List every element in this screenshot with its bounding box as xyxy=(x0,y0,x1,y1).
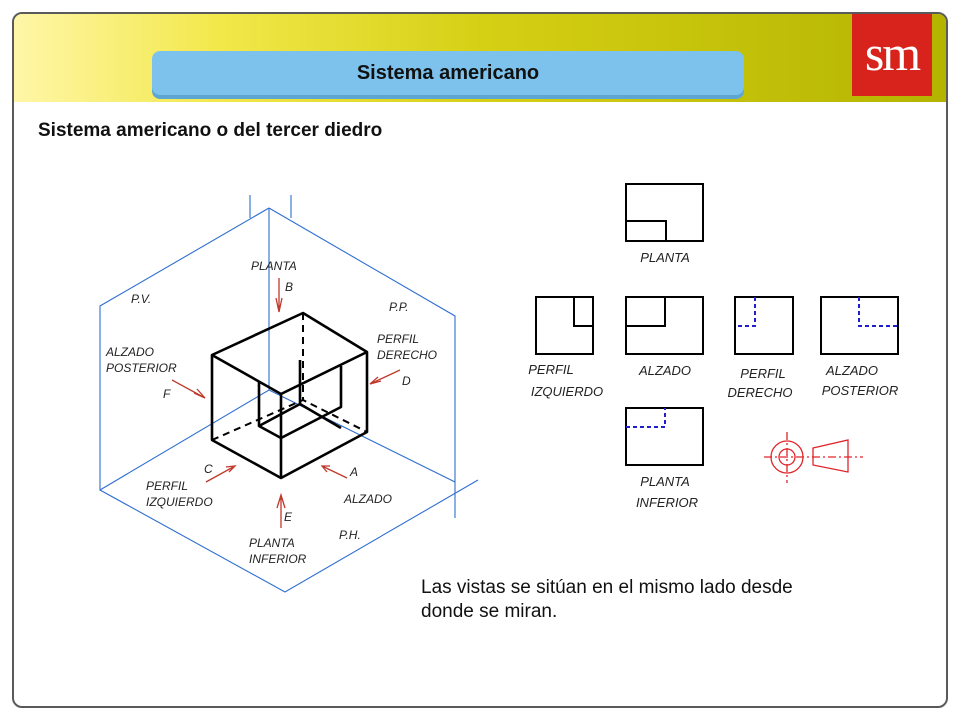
sm-logo: sm xyxy=(852,14,932,96)
object-top-edges xyxy=(211,350,368,396)
view-label-alzado: ALZADO xyxy=(638,363,691,378)
view-label-perfil-izquierdo-1: PERFIL xyxy=(528,362,574,377)
object-notch-inner xyxy=(258,360,342,430)
view-perfil-derecho xyxy=(734,296,794,355)
arrow-f xyxy=(171,379,206,399)
plane-pp-edge xyxy=(268,207,456,518)
arrow-d xyxy=(369,369,401,385)
label-perfil-izquierdo-2: IZQUIERDO xyxy=(146,495,213,509)
view-label-alzado-posterior-2: POSTERIOR xyxy=(822,383,899,398)
label-alzado-posterior-2: POSTERIOR xyxy=(106,361,177,375)
letter-e: E xyxy=(284,510,293,524)
third-angle-symbol-icon xyxy=(764,432,863,483)
label-ph: P.H. xyxy=(339,528,361,542)
isometric-labels: PLANTA B P.V. P.P. ALZADO POSTERIOR F PE… xyxy=(105,259,437,566)
caption-line-2: donde se miran. xyxy=(421,601,558,622)
view-alzado-posterior xyxy=(820,296,899,355)
view-label-alzado-posterior-1: ALZADO xyxy=(825,363,878,378)
view-arrows xyxy=(171,278,401,528)
letter-f: F xyxy=(163,387,171,401)
view-perfil-izquierdo xyxy=(535,296,594,355)
view-label-planta: PLANTA xyxy=(640,250,690,265)
label-perfil-derecho-1: PERFIL xyxy=(377,332,419,346)
arrow-b xyxy=(275,278,283,313)
label-planta-inferior-2: INFERIOR xyxy=(249,552,307,566)
arrow-a xyxy=(320,465,348,479)
label-perfil-izquierdo-1: PERFIL xyxy=(146,479,188,493)
view-planta-inferior xyxy=(625,407,704,466)
view-label-perfil-derecho-2: DERECHO xyxy=(727,385,792,400)
page-title-text: Sistema americano xyxy=(356,61,540,84)
label-alzado-posterior-1: ALZADO xyxy=(105,345,154,359)
caption-line-1: Las vistas se sitúan en el mismo lado de… xyxy=(421,577,793,598)
label-perfil-derecho-2: DERECHO xyxy=(377,348,437,362)
label-planta-inferior-1: PLANTA xyxy=(249,536,295,550)
object-hidden-lines xyxy=(211,313,368,441)
view-label-planta-inferior-2: INFERIOR xyxy=(636,495,698,510)
arrow-c xyxy=(205,465,237,483)
view-label-perfil-izquierdo-2: IZQUIERDO xyxy=(531,384,603,399)
projection-planes xyxy=(99,195,479,593)
view-label-planta-inferior-1: PLANTA xyxy=(640,474,690,489)
letter-c: C xyxy=(204,462,213,476)
label-planta: PLANTA xyxy=(251,259,297,273)
label-pp: P.P. xyxy=(389,300,409,314)
view-label-perfil-derecho-1: PERFIL xyxy=(740,366,786,381)
letter-d: D xyxy=(402,374,411,388)
arrow-e xyxy=(276,492,286,528)
page-title: Sistema americano xyxy=(152,51,744,95)
view-alzado xyxy=(625,296,704,355)
plane-fold-marks xyxy=(249,195,292,218)
label-pv: P.V. xyxy=(131,292,151,306)
section-subtitle: Sistema americano o del tercer diedro xyxy=(38,120,383,141)
plane-ground-lines xyxy=(99,389,456,491)
caption: Las vistas se sitúan en el mismo lado de… xyxy=(421,576,861,624)
object-outline xyxy=(210,311,369,480)
letter-a: A xyxy=(349,465,358,479)
view-planta xyxy=(625,183,704,242)
object-notch xyxy=(257,366,343,440)
isometric-object xyxy=(210,311,369,480)
label-alzado: ALZADO xyxy=(343,492,392,506)
letter-b: B xyxy=(285,280,293,294)
